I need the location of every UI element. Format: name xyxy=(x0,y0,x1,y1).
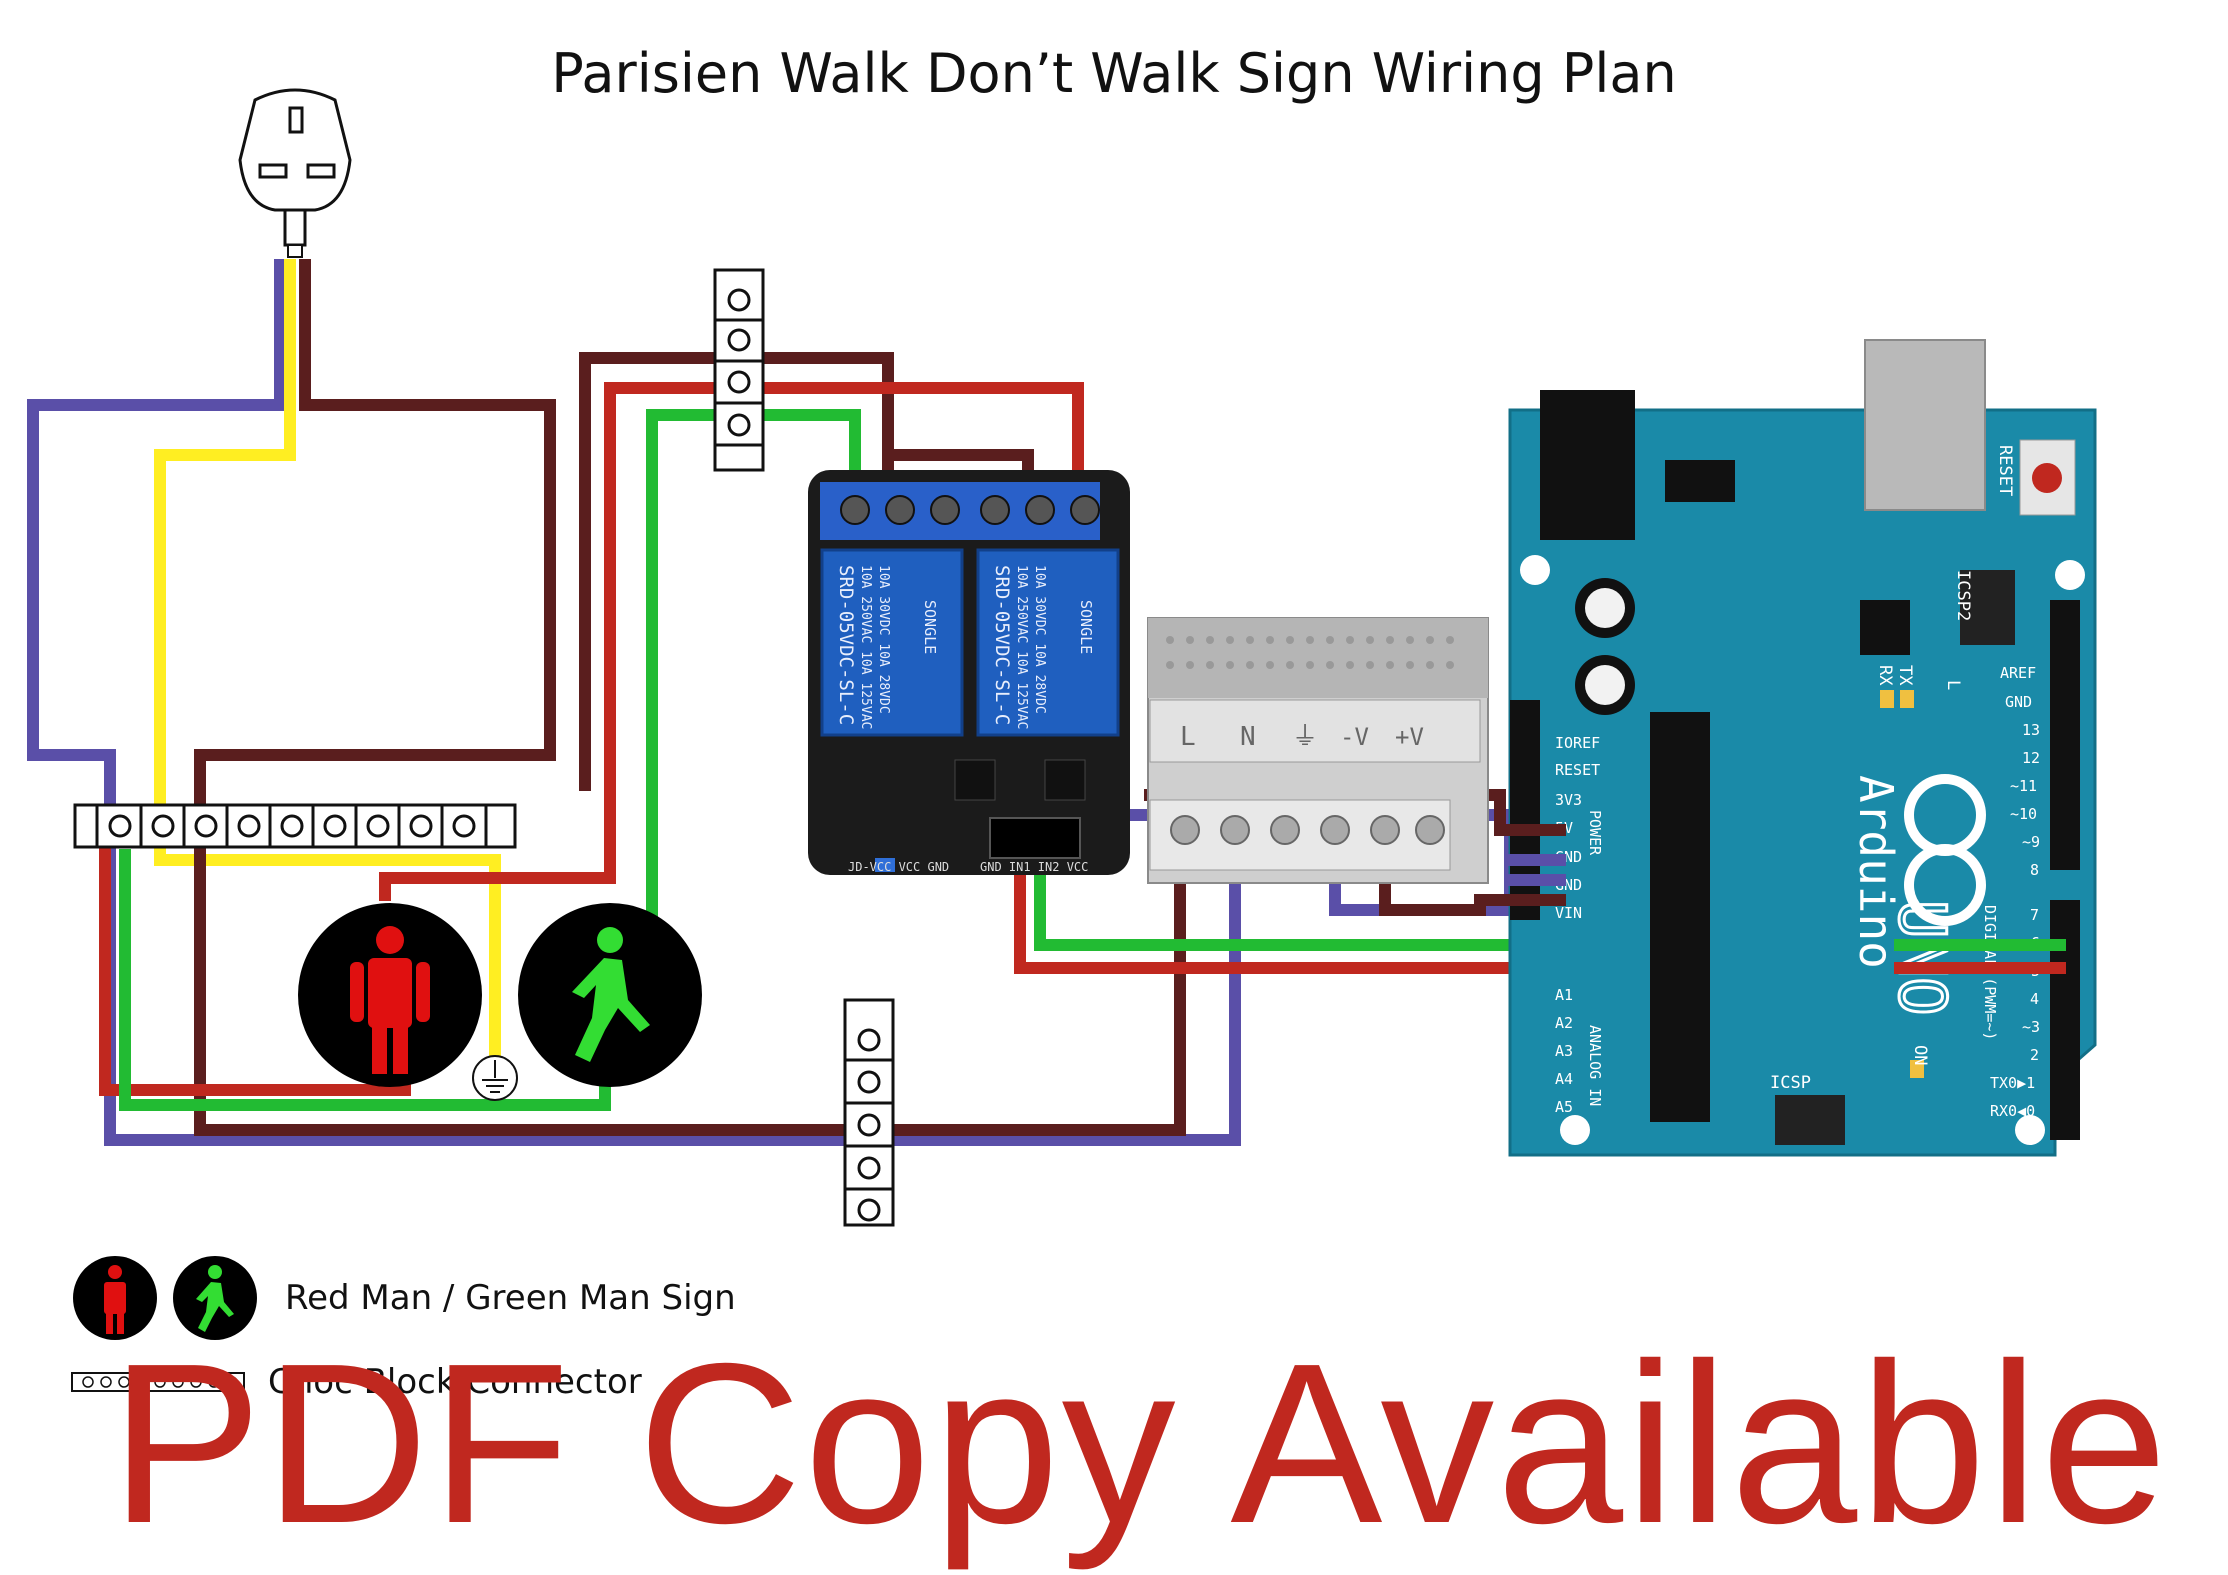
pin-ioref: IOREF xyxy=(1555,734,1600,752)
relay1-rating-dc: 10A 30VDC 10A 28VDC xyxy=(876,565,891,714)
relay1-brand: SONGLE xyxy=(921,600,939,654)
legend-choc-block-icon xyxy=(71,1372,245,1392)
psu-terminal-earth: ⏚ xyxy=(1292,722,1318,752)
arduino-rx-label: RX xyxy=(1875,665,1895,686)
relay2-brand: SONGLE xyxy=(1077,600,1095,654)
relay-module: SRD-05VDC-SL-C SRD-05VDC-SL-C 10A 250VAC… xyxy=(808,470,1130,875)
pin-9: ~9 xyxy=(2022,833,2040,851)
pin-13: 13 xyxy=(2022,721,2040,739)
arduino-l-label: L xyxy=(1943,680,1963,690)
relay2-rating-dc: 10A 30VDC 10A 28VDC xyxy=(1032,565,1047,714)
pin-3: ~3 xyxy=(2022,1018,2040,1036)
page-title: Parisien Walk Don’t Walk Sign Wiring Pla… xyxy=(551,42,1677,105)
pin-a5: A5 xyxy=(1555,1098,1573,1116)
arduino-brand: Arduino xyxy=(1849,775,1903,969)
red-man-sign-icon xyxy=(298,903,482,1087)
legend-green-man-icon xyxy=(173,1256,257,1340)
red-wire-relay-to-red-man xyxy=(379,382,1084,901)
choc-block-connector-bottom xyxy=(843,998,895,1227)
pin-0: RX0◀0 xyxy=(1990,1102,2035,1120)
power-supply-unit: L N ⏚ -V +V xyxy=(1147,617,1489,884)
pin-a1: A1 xyxy=(1555,986,1573,1004)
pin-vin: VIN xyxy=(1555,904,1582,922)
pin-4: 4 xyxy=(2030,990,2039,1008)
psu-terminal-n: N xyxy=(1240,722,1256,752)
power-header-label: POWER xyxy=(1586,810,1604,856)
pin-reset: RESET xyxy=(1555,761,1600,779)
pin-aref: AREF xyxy=(2000,664,2036,682)
relay1-rating: 10A 250VAC 10A 125VAC xyxy=(858,565,873,729)
pin-2: 2 xyxy=(2030,1046,2039,1064)
arduino-uno-board: Arduino UNO RESET ICSP2 ICSP TX RX L ON … xyxy=(1508,339,2097,1157)
pin-a2: A2 xyxy=(1555,1014,1573,1032)
pin-3v3: 3V3 xyxy=(1555,791,1582,809)
pin-1: TX0▶1 xyxy=(1990,1074,2035,1092)
brown-wire-mains xyxy=(194,259,1186,1136)
blue-wire-mains xyxy=(27,259,1241,1146)
uk-plug-icon xyxy=(238,88,352,258)
pin-a4: A4 xyxy=(1555,1070,1573,1088)
relay2-rating: 10A 250VAC 10A 125VAC xyxy=(1014,565,1029,729)
analog-header-label: ANALOG IN xyxy=(1586,1025,1604,1106)
legend-sign-label: Red Man / Green Man Sign xyxy=(285,1278,736,1318)
psu-terminal-l: L xyxy=(1180,722,1196,752)
pin-7: 7 xyxy=(2030,906,2039,924)
pin-10: ~10 xyxy=(2010,805,2037,823)
earth-symbol-icon xyxy=(472,1055,518,1101)
arduino-reset-label: RESET xyxy=(1995,445,2015,496)
choc-block-connector xyxy=(73,803,517,849)
arduino-infinity-logo-icon xyxy=(1904,774,1986,926)
psu-terminal-negative: -V xyxy=(1340,723,1369,751)
relay1-label: SRD-05VDC-SL-C xyxy=(835,565,857,725)
pin-8: 8 xyxy=(2030,861,2039,879)
pin-a3: A3 xyxy=(1555,1042,1573,1060)
pin-gnd-digital: GND xyxy=(2005,693,2032,711)
arduino-tx-label: TX xyxy=(1895,665,1915,686)
choc-block-connector-top xyxy=(713,268,765,472)
green-man-sign-icon xyxy=(518,903,702,1087)
legend-choc-block-label: Choc Block Connector xyxy=(268,1362,642,1402)
relay-pin-labels: GND IN1 IN2 VCC xyxy=(980,860,1088,874)
pdf-copy-watermark: PDF Copy Available xyxy=(110,1317,2170,1571)
relay-jumper-label: JD-VCC VCC GND xyxy=(848,860,949,874)
pin-11: ~11 xyxy=(2010,777,2037,795)
pin-12: 12 xyxy=(2022,749,2040,767)
arduino-on-label: ON xyxy=(1910,1045,1930,1065)
green-wire-neutral-green-man xyxy=(119,849,611,1111)
arduino-icsp-label: ICSP xyxy=(1770,1073,1811,1093)
relay2-label: SRD-05VDC-SL-C xyxy=(991,565,1013,725)
arduino-icsp2-label: ICSP2 xyxy=(1953,570,1973,621)
legend-red-man-icon xyxy=(73,1256,157,1340)
psu-terminal-positive: +V xyxy=(1395,723,1424,751)
yellow-wire-earth xyxy=(154,259,501,1056)
red-wire-neutral-red-man xyxy=(99,829,411,1096)
